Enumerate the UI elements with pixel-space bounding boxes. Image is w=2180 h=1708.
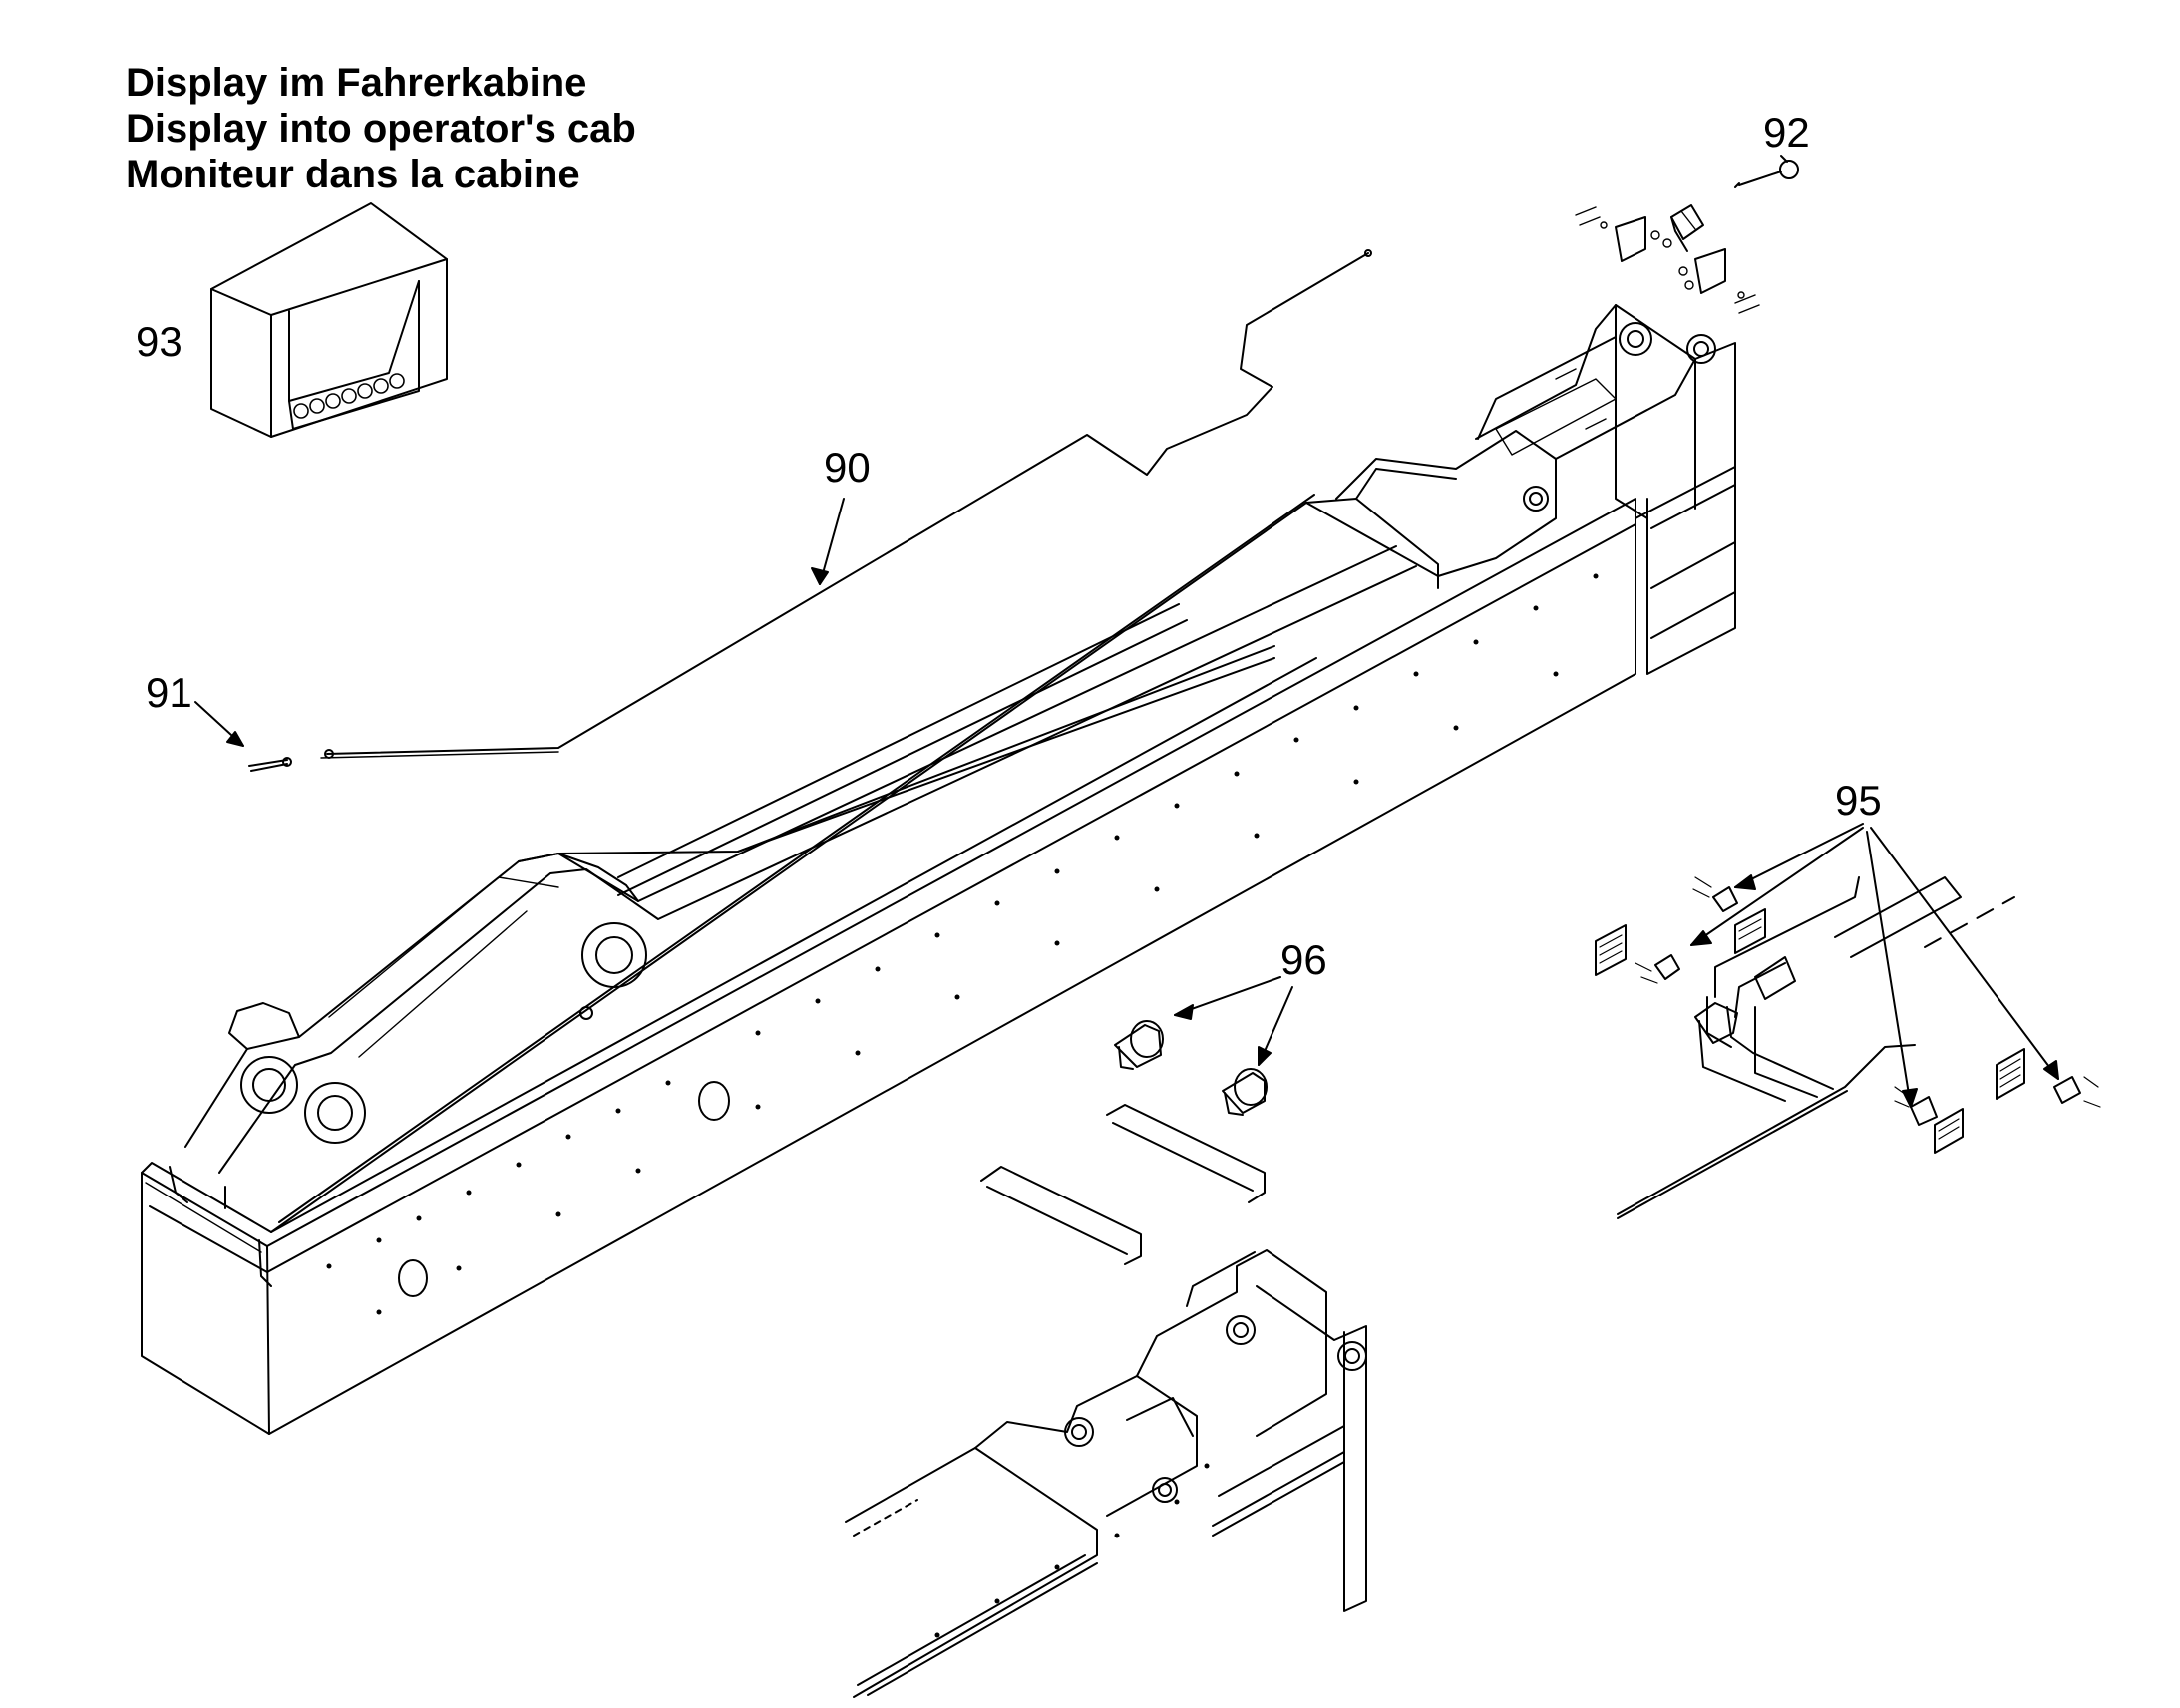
lamp-harness-95 bbox=[1596, 877, 2100, 1218]
arrowhead-95a bbox=[1735, 875, 1755, 889]
display-monitor bbox=[211, 203, 447, 437]
leader-92 bbox=[1781, 156, 1787, 162]
bracket-assembly-92 bbox=[1576, 161, 1798, 313]
leader-95c bbox=[1867, 832, 1911, 1107]
callout-95: 95 bbox=[1835, 777, 1882, 824]
work-lights-96 bbox=[981, 1021, 1267, 1264]
cable-90 bbox=[321, 250, 1371, 758]
heading-german: Display im Fahrerkabine bbox=[126, 61, 587, 105]
arrowhead-95b bbox=[1691, 931, 1711, 945]
arrowhead-90 bbox=[812, 568, 828, 584]
leader-95b bbox=[1691, 828, 1863, 945]
leader-90 bbox=[820, 499, 844, 584]
heading-english: Display into operator's cab bbox=[126, 107, 636, 151]
arrowhead-96b bbox=[1259, 1047, 1271, 1065]
leader-95d bbox=[1871, 828, 2058, 1079]
boom-head-lower bbox=[846, 1250, 1366, 1697]
leader-95a bbox=[1735, 824, 1863, 887]
heading-french: Moniteur dans la cabine bbox=[126, 153, 580, 196]
callout-91: 91 bbox=[146, 669, 192, 716]
pin-91 bbox=[249, 758, 291, 771]
callout-90: 90 bbox=[824, 444, 871, 491]
callout-92: 92 bbox=[1763, 109, 1810, 156]
callout-96: 96 bbox=[1280, 936, 1327, 983]
callout-93: 93 bbox=[136, 318, 182, 365]
arrowhead-95d bbox=[2044, 1061, 2058, 1079]
arrowhead-91 bbox=[227, 732, 243, 746]
arrowhead-96a bbox=[1175, 1005, 1193, 1019]
boom-head-upper bbox=[1336, 305, 1735, 674]
main-boom bbox=[142, 495, 1635, 1434]
arrowhead-95c bbox=[1903, 1089, 1917, 1107]
